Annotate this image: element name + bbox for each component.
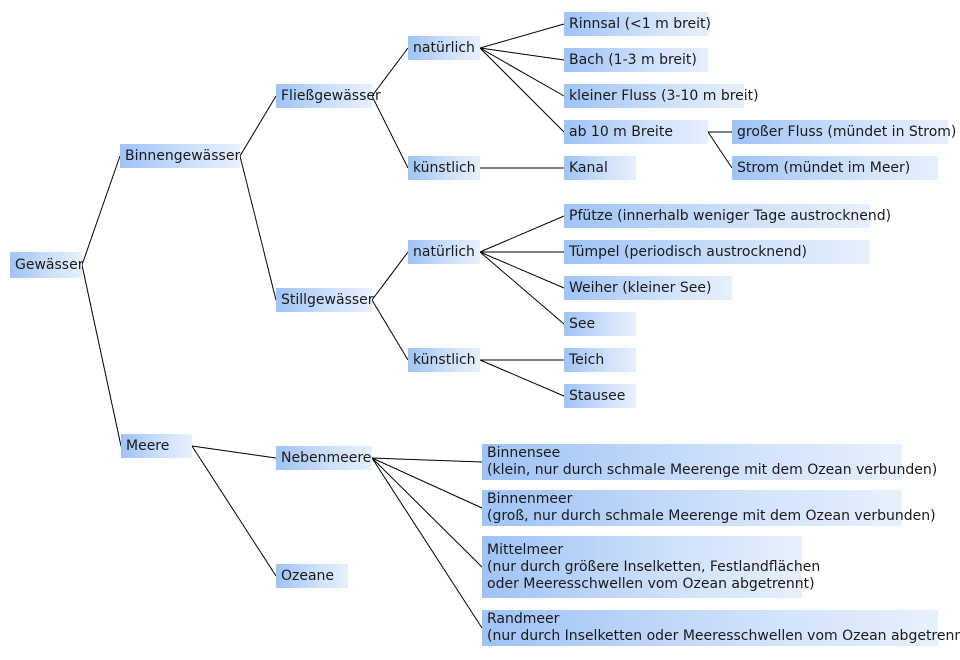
node-fliessgewaesser: Fließgewässer bbox=[276, 84, 381, 108]
connector-gewaesser-to-binnengewaesser bbox=[81, 155, 121, 266]
node-label-line: Fließgewässer bbox=[281, 87, 381, 104]
node-label-line: Binnengewässer bbox=[125, 147, 241, 164]
connector-still-natuerlich-to-see bbox=[479, 251, 565, 325]
connector-binnengewaesser-to-fliessgewaesser bbox=[239, 95, 277, 157]
connector-gewaesser-to-meere bbox=[81, 264, 122, 447]
node-nebenmeere: Nebenmeere bbox=[276, 446, 372, 470]
node-label-line: natürlich bbox=[413, 243, 475, 260]
node-label-line: Stillgewässer bbox=[281, 291, 374, 308]
node-label-line: kleiner Fluss (3-10 m breit) bbox=[569, 87, 759, 104]
node-stillgewaesser: Stillgewässer bbox=[276, 288, 374, 312]
connector-ab-10m-to-strom bbox=[707, 131, 733, 169]
node-still-kuenstlich: künstlich bbox=[408, 348, 480, 372]
node-label-line: Teich bbox=[569, 351, 605, 368]
connector-fliess-natuerlich-to-rinnsal bbox=[479, 23, 565, 49]
connector-nebenmeere-to-randmeer bbox=[371, 457, 483, 629]
node-binnenmeer: Binnenmeer(groß, nur durch schmale Meere… bbox=[482, 490, 936, 526]
connector-meere-to-ozeane bbox=[191, 445, 277, 577]
node-gewaesser: Gewässer bbox=[10, 252, 84, 278]
node-label-line: Mittelmeer bbox=[487, 541, 564, 558]
node-bach: Bach (1-3 m breit) bbox=[564, 48, 708, 72]
node-rinnsal: Rinnsal (<1 m breit) bbox=[564, 12, 712, 36]
connector-fliess-natuerlich-to-kleiner-fluss bbox=[479, 47, 565, 97]
node-see: See bbox=[564, 312, 636, 336]
node-label-line: künstlich bbox=[413, 159, 476, 176]
connector-still-natuerlich-to-weiher bbox=[479, 251, 565, 289]
node-label-line: Binnensee bbox=[487, 445, 561, 461]
node-strom: Strom (mündet im Meer) bbox=[732, 156, 938, 180]
node-fliess-natuerlich: natürlich bbox=[408, 36, 480, 60]
connector-fliess-natuerlich-to-ab-10m bbox=[479, 47, 565, 133]
node-label-line: Tümpel (periodisch austrocknend) bbox=[569, 243, 808, 260]
node-label-line: (klein, nur durch schmale Meerenge mit d… bbox=[487, 462, 938, 478]
node-kleiner-fluss: kleiner Fluss (3-10 m breit) bbox=[564, 84, 759, 108]
node-ab-10m: ab 10 m Breite bbox=[564, 120, 708, 144]
node-pfuetze: Pfütze (innerhalb weniger Tage austrockn… bbox=[564, 204, 892, 228]
node-binnengewaesser: Binnengewässer bbox=[120, 144, 240, 168]
connector-nebenmeere-to-mittelmeer bbox=[371, 457, 483, 568]
node-randmeer: Randmeer(nur durch Inselketten oder Meer… bbox=[482, 610, 960, 646]
connector-still-kuenstlich-to-stausee bbox=[479, 359, 565, 397]
connector-still-natuerlich-to-pfuetze bbox=[479, 215, 565, 253]
connector-nebenmeere-to-binnenmeer bbox=[371, 457, 483, 509]
node-label-line: (nur durch Inselketten oder Meeresschwel… bbox=[487, 628, 960, 644]
connector-fliessgewaesser-to-fliess-kuenstlich bbox=[371, 95, 409, 169]
node-teich: Teich bbox=[564, 348, 636, 372]
node-still-natuerlich: natürlich bbox=[408, 240, 480, 264]
node-label-line: oder Meeresschwellen vom Ozean abgetrenn… bbox=[487, 575, 815, 592]
node-label-line: Bach (1-3 m breit) bbox=[569, 51, 697, 68]
connector-stillgewaesser-to-still-kuenstlich bbox=[371, 299, 409, 361]
node-grosser-fluss: großer Fluss (mündet in Strom) bbox=[732, 120, 957, 144]
node-label-line: künstlich bbox=[413, 351, 476, 368]
node-label-line: Weiher (kleiner See) bbox=[569, 279, 712, 296]
node-label-line: Stausee bbox=[569, 387, 626, 404]
node-label-line: Nebenmeere bbox=[281, 449, 372, 466]
node-label-line: (nur durch größere Inselketten, Festland… bbox=[487, 558, 821, 575]
connector-fliessgewaesser-to-fliess-natuerlich bbox=[371, 47, 409, 97]
node-label-line: (groß, nur durch schmale Meerenge mit de… bbox=[487, 508, 936, 524]
node-label-line: Gewässer bbox=[15, 256, 84, 273]
connector-fliess-natuerlich-to-bach bbox=[479, 47, 565, 61]
node-label-line: See bbox=[569, 315, 596, 332]
node-label-line: natürlich bbox=[413, 39, 475, 56]
node-label-line: Ozeane bbox=[281, 567, 335, 584]
node-ozeane: Ozeane bbox=[276, 564, 348, 588]
node-label-line: Randmeer bbox=[487, 611, 560, 627]
node-label-line: Meere bbox=[126, 437, 170, 454]
node-meere: Meere bbox=[121, 434, 192, 458]
node-weiher: Weiher (kleiner See) bbox=[564, 276, 732, 300]
node-label-line: Kanal bbox=[569, 159, 608, 176]
node-label-line: Rinnsal (<1 m breit) bbox=[569, 15, 712, 32]
connector-nebenmeere-to-binnensee bbox=[371, 457, 483, 463]
connector-binnengewaesser-to-stillgewaesser bbox=[239, 155, 277, 301]
node-label-line: Strom (mündet im Meer) bbox=[737, 159, 911, 176]
node-label-line: ab 10 m Breite bbox=[569, 123, 673, 140]
node-kanal: Kanal bbox=[564, 156, 636, 180]
node-stausee: Stausee bbox=[564, 384, 636, 408]
node-tuempel: Tümpel (periodisch austrocknend) bbox=[564, 240, 870, 264]
node-fliess-kuenstlich: künstlich bbox=[408, 156, 480, 180]
node-label-line: großer Fluss (mündet in Strom) bbox=[737, 123, 957, 140]
connector-meere-to-nebenmeere bbox=[191, 445, 277, 459]
node-mittelmeer: Mittelmeer(nur durch größere Inselketten… bbox=[482, 536, 821, 598]
node-label-line: Binnenmeer bbox=[487, 491, 573, 507]
node-label-line: Pfütze (innerhalb weniger Tage austrockn… bbox=[569, 207, 892, 224]
connector-stillgewaesser-to-still-natuerlich bbox=[371, 251, 409, 301]
node-binnensee: Binnensee(klein, nur durch schmale Meere… bbox=[482, 444, 938, 480]
